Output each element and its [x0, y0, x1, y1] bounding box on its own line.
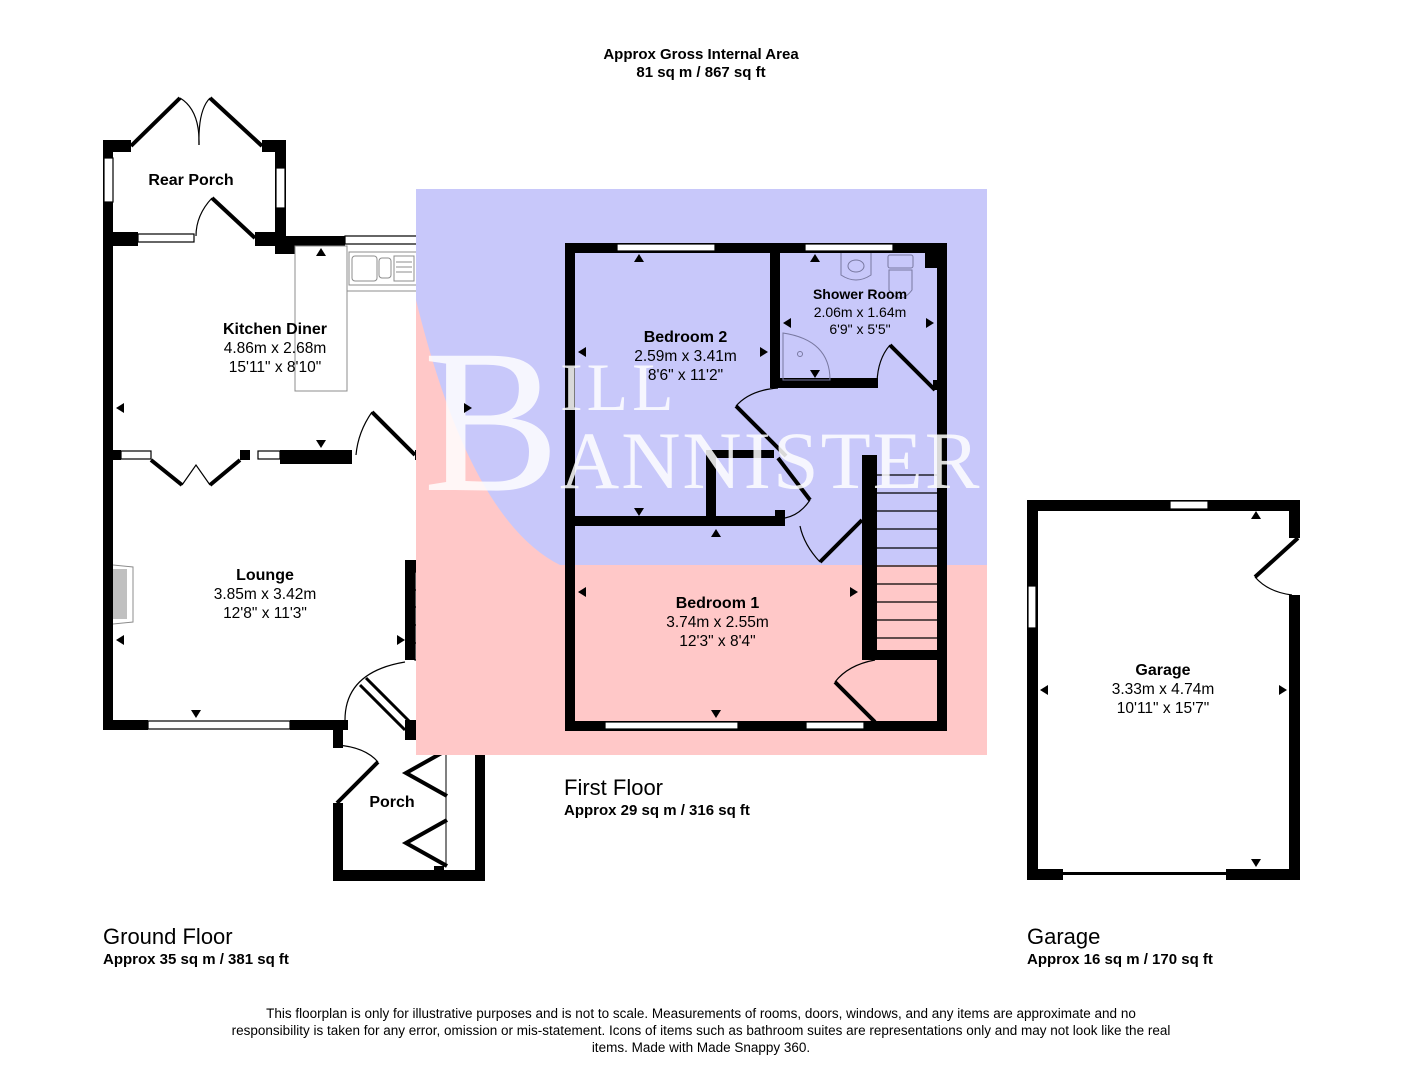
floor-title: First Floor [564, 775, 663, 800]
room-bedroom-1: Bedroom 1 3.74m x 2.55m 12'3" x 8'4" [630, 594, 805, 651]
watermark-logo: B ILL ANNISTER [423, 308, 981, 535]
room-shower-room: Shower Room 2.06m x 1.64m 6'9" x 5'5" [790, 285, 930, 338]
room-rear-porch: Rear Porch [131, 171, 251, 190]
svg-text:B: B [423, 308, 560, 535]
svg-text:ILL: ILL [560, 349, 678, 425]
shower-room-fixtures [782, 253, 914, 381]
first-floor-caption: First Floor Approx 29 sq m / 316 sq ft [564, 775, 750, 821]
room-lounge: Lounge 3.85m x 3.42m 12'8" x 11'3" [185, 566, 345, 623]
room-imperial: 8'6" x 11'2" [647, 367, 724, 384]
room-name: Bedroom 1 [675, 595, 760, 612]
room-name: Bedroom 2 [643, 329, 728, 346]
gross-internal-area: Approx Gross Internal Area 81 sq m / 867… [501, 46, 901, 82]
room-name: Garage [1135, 662, 1191, 679]
dimension-markers [116, 248, 1287, 867]
first-floor-windows [604, 243, 894, 730]
floor-title: Ground Floor [103, 924, 233, 949]
garage-caption: Garage Approx 16 sq m / 170 sq ft [1027, 924, 1213, 970]
gia-title: Approx Gross Internal Area [603, 46, 799, 63]
floor-area: Approx 35 sq m / 381 sq ft [103, 951, 289, 968]
room-imperial: 10'11" x 15'7" [1116, 700, 1210, 717]
room-metric: 2.59m x 3.41m [634, 348, 737, 365]
fireplace [112, 564, 134, 625]
room-metric: 3.85m x 3.42m [213, 586, 317, 603]
room-name: Lounge [236, 567, 294, 584]
room-garage: Garage 3.33m x 4.74m 10'11" x 15'7" [1083, 661, 1243, 718]
first-floor-doors [734, 343, 937, 724]
floor-area: Approx 16 sq m / 170 sq ft [1027, 951, 1213, 968]
room-imperial: 6'9" x 5'5" [829, 321, 891, 337]
room-imperial: 15'11" x 8'10" [228, 359, 322, 376]
room-imperial: 12'3" x 8'4" [679, 633, 756, 650]
disclaimer: This floorplan is only for illustrative … [231, 1006, 1171, 1055]
room-metric: 3.33m x 4.74m [1111, 681, 1215, 698]
garage-door [1253, 536, 1300, 596]
garage-plan [1027, 500, 1300, 880]
room-bedroom-2: Bedroom 2 2.59m x 3.41m 8'6" x 11'2" [598, 328, 773, 385]
room-name: Porch [369, 794, 415, 811]
room-name: Shower Room [812, 286, 908, 302]
gia-total: 81 sq m / 867 sq ft [636, 64, 766, 81]
garage-windows [1027, 500, 1209, 629]
room-porch: Porch [352, 793, 432, 812]
room-metric: 4.86m x 2.68m [223, 340, 327, 357]
room-name: Rear Porch [148, 172, 234, 189]
ground-floor-windows [103, 157, 431, 730]
room-name: Kitchen Diner [222, 321, 327, 338]
first-floor-stairs [877, 474, 937, 639]
ground-floor-caption: Ground Floor Approx 35 sq m / 381 sq ft [103, 924, 289, 970]
svg-text:ANNISTER: ANNISTER [560, 415, 981, 506]
ground-floor-doors [129, 96, 448, 868]
room-kitchen-diner: Kitchen Diner 4.86m x 2.68m 15'11" x 8'1… [190, 320, 360, 377]
floor-area: Approx 29 sq m / 316 sq ft [564, 802, 750, 819]
room-metric: 3.74m x 2.55m [666, 614, 769, 631]
first-floor-plan [565, 243, 947, 731]
floor-title: Garage [1027, 924, 1101, 949]
room-imperial: 12'8" x 11'3" [223, 605, 307, 622]
room-metric: 2.06m x 1.64m [813, 304, 907, 320]
watermark-overlay [416, 189, 987, 755]
